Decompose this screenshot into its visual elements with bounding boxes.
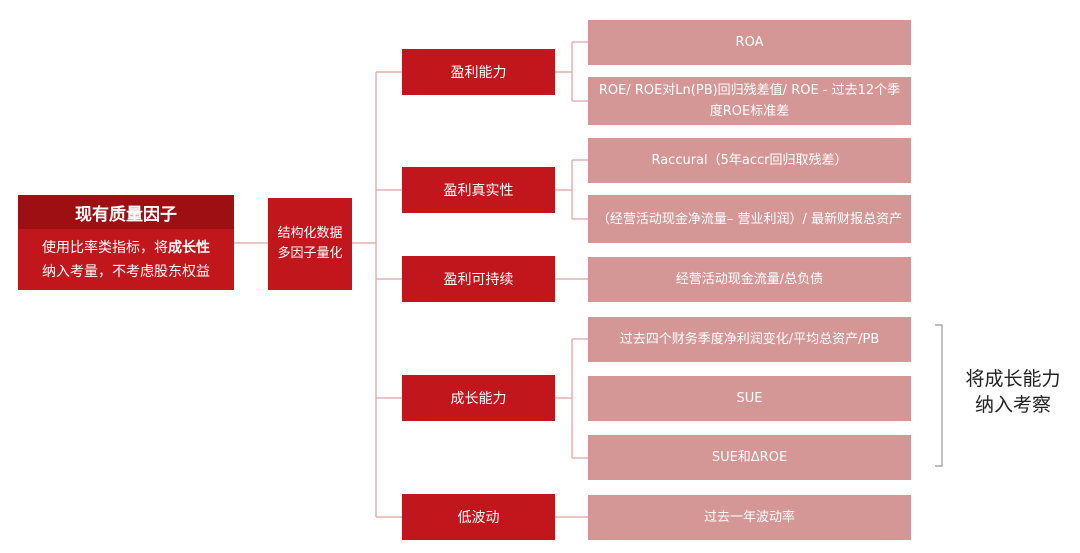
- root-description: 使用比率类指标，将成长性 纳入考量，不考虑股东权益: [18, 229, 234, 290]
- leaf-profit-change: 过去四个财务季度净利润变化/平均总资产/PB: [588, 317, 911, 362]
- category-growth: 成长能力: [402, 375, 555, 421]
- leaf-volatility: 过去一年波动率: [588, 495, 911, 540]
- leaf-cashflow-minus-profit: （经营活动现金净流量– 营业利润）/ 最新财报总资产: [588, 195, 911, 243]
- leaf-cashflow-to-debt: 经营活动现金流量/总负债: [588, 257, 911, 302]
- middle-line2: 多因子量化: [277, 246, 343, 261]
- root-desc-line2: 纳入考量，不考虑股东权益: [42, 263, 210, 280]
- root-desc-bold: 成长性: [168, 239, 210, 256]
- root-factor-box: 现有质量因子 使用比率类指标，将成长性 纳入考量，不考虑股东权益: [18, 195, 234, 290]
- root-desc-line1: 使用比率类指标，将成长性: [42, 236, 210, 260]
- bracket: [935, 324, 943, 467]
- leaf-sue-delta-roe: SUE和ΔROE: [588, 435, 911, 480]
- category-earnings-sustainability: 盈利可持续: [402, 256, 555, 302]
- category-earnings-quality: 盈利真实性: [402, 167, 555, 213]
- note-line2: 纳入考察: [974, 394, 1051, 416]
- middle-line1: 结构化数据: [277, 226, 343, 241]
- category-low-volatility: 低波动: [402, 494, 555, 540]
- structured-data-box: 结构化数据 多因子量化: [268, 198, 352, 290]
- leaf-roe: ROE/ ROE对Ln(PB)回归残差值/ ROE - 过去12个季度ROE标准…: [588, 77, 911, 125]
- growth-note: 将成长能力 纳入考察: [952, 366, 1074, 418]
- note-line1: 将成长能力: [965, 368, 1061, 390]
- leaf-roa: ROA: [588, 20, 911, 65]
- root-title: 现有质量因子: [18, 195, 234, 229]
- root-desc-prefix: 使用比率类指标，将: [42, 239, 168, 256]
- category-profitability: 盈利能力: [402, 49, 555, 95]
- leaf-raccrual: Raccural（5年accr回归取残差）: [588, 138, 911, 183]
- leaf-sue: SUE: [588, 376, 911, 421]
